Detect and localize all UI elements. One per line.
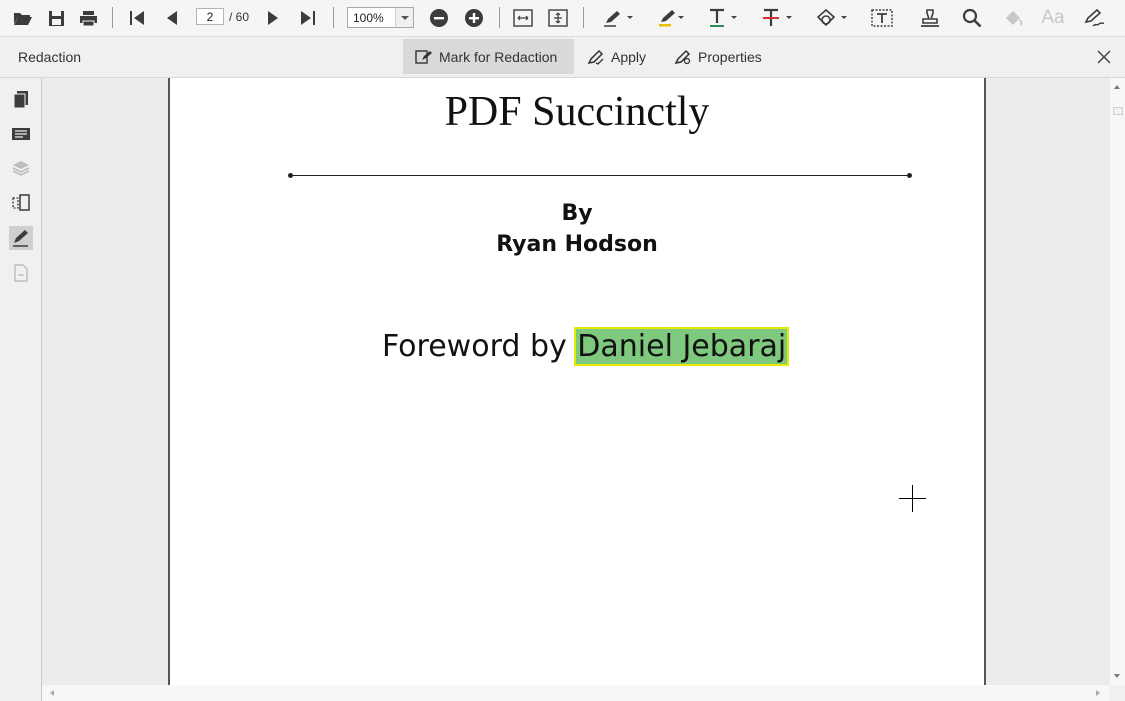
print-icon[interactable] — [76, 5, 100, 31]
vertical-scroll-thumb[interactable] — [1113, 107, 1123, 115]
fit-page-icon[interactable] — [547, 5, 569, 31]
author-name: Ryan Hodson — [496, 232, 658, 257]
next-page-icon[interactable] — [263, 5, 283, 31]
scroll-right-icon[interactable] — [1096, 690, 1100, 696]
chevron-down-icon[interactable] — [395, 8, 413, 27]
redaction-toolbar: Redaction Mark for Redaction Apply Prope… — [0, 37, 1125, 78]
organize-pages-icon[interactable] — [9, 191, 33, 215]
apply-button[interactable]: Apply — [587, 39, 646, 74]
signature-icon[interactable] — [1081, 5, 1107, 31]
mark-for-redaction-button[interactable]: Mark for Redaction — [403, 39, 574, 74]
shapes-icon[interactable] — [814, 5, 838, 31]
highlight-icon[interactable] — [655, 5, 681, 31]
main-toolbar: / 60 100% — [0, 0, 1125, 37]
redaction-mark[interactable]: Daniel Jebaraj — [574, 327, 790, 366]
first-page-icon[interactable] — [126, 5, 148, 31]
properties-icon — [674, 49, 691, 64]
chevron-down-icon[interactable] — [841, 16, 847, 19]
chevron-down-icon[interactable] — [678, 16, 684, 19]
layers-icon — [9, 156, 33, 180]
document-viewer[interactable]: PDF Succinctly By Ryan Hodson Foreword b… — [42, 78, 1110, 685]
vertical-scrollbar[interactable] — [1110, 78, 1125, 685]
chevron-down-icon[interactable] — [627, 16, 633, 19]
zoom-in-icon[interactable] — [463, 5, 485, 31]
page-number-input[interactable] — [196, 8, 224, 25]
scroll-up-icon[interactable] — [1114, 85, 1120, 89]
zoom-value: 100% — [353, 11, 384, 25]
horizontal-scrollbar[interactable] — [42, 685, 1110, 701]
rule-right-dot — [907, 173, 912, 178]
previous-page-icon[interactable] — [162, 5, 182, 31]
close-icon[interactable] — [1096, 49, 1112, 70]
font-icon: Aa — [1041, 7, 1065, 28]
free-text-icon[interactable] — [870, 5, 894, 31]
stamp-icon[interactable] — [918, 5, 942, 31]
save-icon[interactable] — [44, 5, 68, 31]
chevron-down-icon[interactable] — [786, 16, 792, 19]
page-thumbnails-icon[interactable] — [9, 88, 33, 112]
scroll-left-icon[interactable] — [50, 690, 54, 696]
underline-icon[interactable] — [705, 5, 729, 31]
scroll-down-icon[interactable] — [1114, 674, 1120, 678]
mark-redaction-icon — [415, 49, 432, 64]
properties-label: Properties — [698, 48, 762, 65]
crosshair-cursor — [899, 485, 926, 512]
properties-button[interactable]: Properties — [674, 39, 762, 74]
foreword-prefix: Foreword by — [382, 329, 577, 364]
zoom-select[interactable]: 100% — [347, 7, 414, 28]
redaction-panel-icon[interactable] — [9, 226, 33, 250]
foreword-line: Foreword by Daniel Jebaraj — [382, 327, 790, 366]
redaction-title: Redaction — [18, 49, 82, 65]
document-title: PDF Succinctly — [444, 89, 710, 135]
last-page-icon[interactable] — [297, 5, 319, 31]
ink-icon[interactable] — [600, 5, 626, 31]
chevron-down-icon[interactable] — [731, 16, 737, 19]
zoom-out-icon[interactable] — [428, 5, 450, 31]
apply-label: Apply — [611, 48, 647, 65]
left-sidebar — [0, 78, 42, 701]
pdf-page[interactable]: PDF Succinctly By Ryan Hodson Foreword b… — [168, 78, 986, 685]
strikethrough-icon[interactable] — [759, 5, 783, 31]
apply-icon — [587, 49, 604, 65]
mark-for-redaction-label: Mark for Redaction — [439, 48, 558, 65]
by-text: By — [561, 201, 593, 226]
open-icon[interactable] — [11, 5, 35, 31]
search-icon[interactable] — [960, 5, 984, 31]
page-total: / 60 — [229, 10, 250, 24]
fill-icon — [1001, 5, 1025, 31]
form-fields-icon — [9, 261, 33, 285]
bookmarks-icon[interactable] — [9, 122, 33, 146]
fit-width-icon[interactable] — [512, 5, 534, 31]
title-divider — [290, 175, 910, 176]
